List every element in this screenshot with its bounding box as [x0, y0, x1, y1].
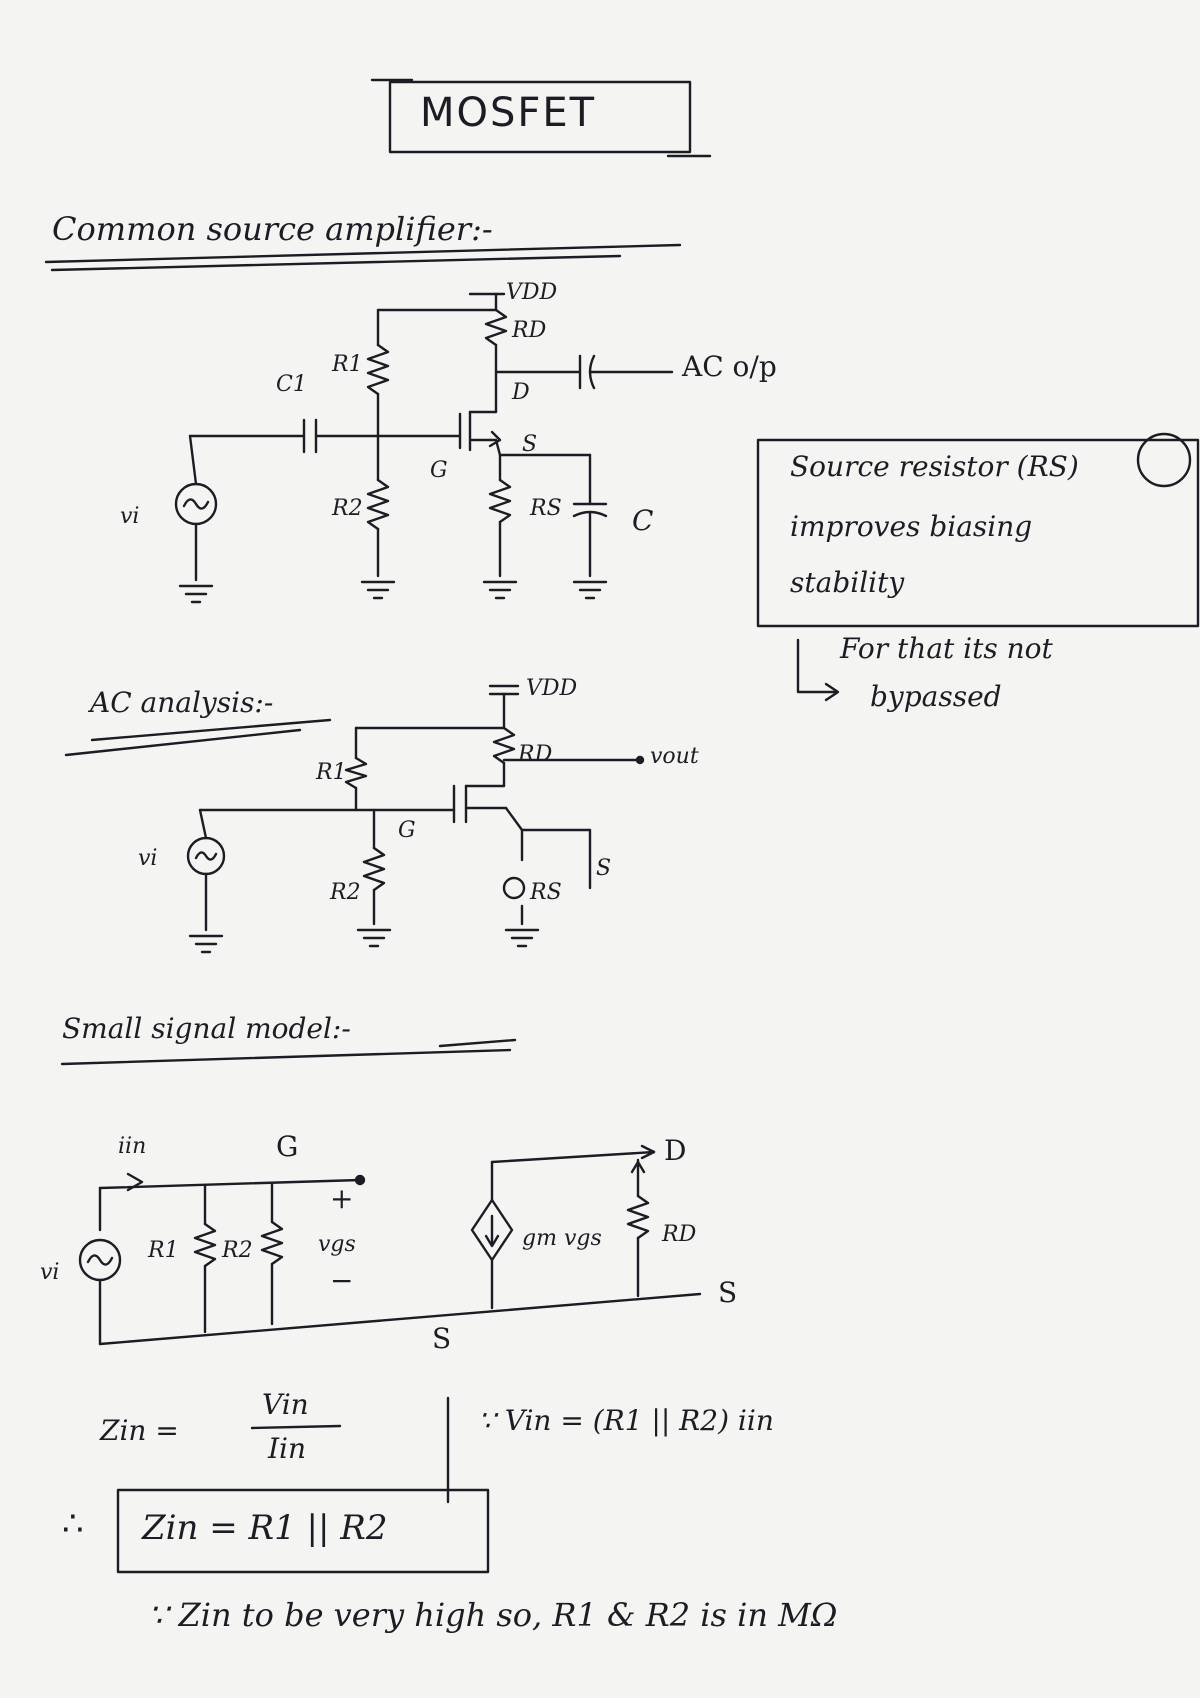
ssm-minus-label: −: [330, 1264, 354, 1297]
cs-c-label: C: [632, 504, 654, 537]
cs-r2-label: R2: [332, 496, 363, 521]
zin-numerator: Vin: [262, 1388, 309, 1421]
cs-vi-label: vi: [120, 504, 140, 529]
ac-source-label: S: [596, 856, 612, 881]
ac-rd-label: RD: [518, 742, 553, 767]
ssm-gate-label: G: [276, 1130, 299, 1163]
note-line-1: Source resistor (RS): [790, 450, 1079, 483]
ssm-vgs-label: vgs: [318, 1232, 356, 1257]
note-line-2: improves biasing: [790, 510, 1033, 543]
small-signal-model: [78, 1144, 702, 1346]
ssm-underline: [60, 1048, 512, 1066]
ac-heading: AC analysis:-: [90, 686, 274, 719]
ac-r2-label: R2: [330, 880, 361, 905]
fraction-bar: [250, 1424, 342, 1430]
cs-r1-label: R1: [332, 352, 363, 377]
ac-vdd-label: VDD: [526, 676, 578, 701]
zin-denominator: Iin: [268, 1432, 307, 1465]
ac-analysis-circuit: [186, 684, 645, 954]
cs-drain-label: D: [512, 380, 530, 405]
ac-vout-label: vout: [650, 744, 699, 769]
cs-ac-output-label: AC o/p: [682, 350, 777, 383]
boxed-result: Zin = R1 || R2: [142, 1508, 388, 1548]
answer-box: [116, 1488, 490, 1574]
note-box: [756, 438, 1200, 628]
ssm-vi-label: vi: [40, 1260, 60, 1285]
ssm-iin-label: iin: [118, 1134, 147, 1159]
cs-source-label: S: [522, 432, 538, 457]
cs-underline: [44, 243, 682, 264]
ssm-source-bottom-label: S: [432, 1322, 452, 1355]
ssm-r2-label: R2: [222, 1238, 253, 1263]
cs-rd-label: RD: [512, 318, 547, 343]
cs-c1-label: C1: [276, 372, 307, 397]
page-title: MOSFET: [420, 90, 597, 136]
ssm-heading: Small signal model:-: [62, 1012, 351, 1045]
r2-resistor: [366, 478, 390, 531]
cs-gate-label: G: [430, 458, 448, 483]
ssm-drain-label: D: [664, 1134, 687, 1167]
rs-resistor: [488, 478, 512, 524]
ac-gate-label: G: [398, 818, 416, 843]
ac-vi-label: vi: [138, 846, 158, 871]
r1-resistor: [366, 343, 390, 396]
ssm-r1-label: R1: [148, 1238, 179, 1263]
ac-underline: [90, 718, 332, 742]
ac-r1-label: R1: [316, 760, 347, 785]
note-arrow-line-2: bypassed: [870, 680, 1002, 713]
cs-heading: Common source amplifier:-: [52, 210, 493, 248]
final-statement: ∵ Zin to be very high so, R1 & R2 is in …: [148, 1596, 838, 1634]
ssm-plus-label: +: [330, 1182, 354, 1215]
cs-amplifier-circuit: [174, 292, 674, 604]
zin-lhs: Zin =: [100, 1414, 179, 1447]
note-line-3: stability: [790, 566, 905, 599]
cs-rs-label: RS: [530, 496, 562, 521]
note-arrow-line-1: For that its not: [840, 632, 1053, 665]
cs-vdd-label: VDD: [506, 280, 558, 305]
ssm-gm-label: gm vgs: [522, 1226, 602, 1251]
ssm-source-right-label: S: [718, 1276, 738, 1309]
ssm-rd-label: RD: [662, 1222, 697, 1247]
ac-rs-label: RS: [530, 880, 562, 905]
because-equation: ∵ Vin = (R1 || R2) iin: [478, 1404, 774, 1437]
therefore-symbol: ∴: [62, 1504, 84, 1544]
title-box: [388, 80, 692, 154]
rd-resistor: [484, 308, 508, 347]
